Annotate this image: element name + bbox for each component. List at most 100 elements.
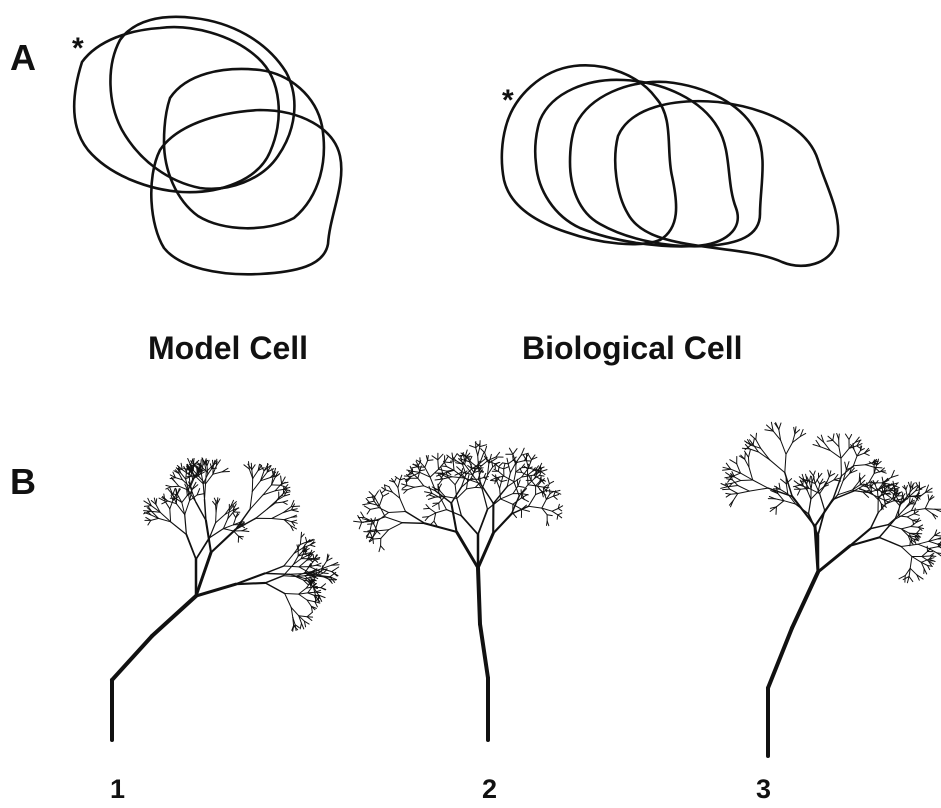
tree-branch [841,448,849,458]
tree-branch [478,509,488,534]
tree-branch [368,524,374,525]
tree-branch [552,511,558,515]
tree-3-skeleton [721,422,941,756]
tree-branch [726,494,730,497]
tree-branch [321,584,326,588]
tree-branch [407,487,414,490]
tree-branch [490,480,496,481]
tree-branch [414,486,423,487]
tree-branch [223,529,233,531]
tree-branch [786,484,788,494]
tree-branch [730,460,737,464]
tree-branch [528,506,541,508]
tree-branch [251,463,252,469]
tree-branch [928,495,929,501]
tree-branch [730,489,738,493]
tree-branch [723,489,730,490]
tree-branch [379,496,382,505]
tree-branch [300,623,301,629]
tree-branch [448,478,455,485]
tree-branch [522,509,530,511]
tree-branch [379,546,381,552]
tree-branch [500,482,502,489]
tree-trunk [152,596,196,636]
tree-branch [236,583,266,584]
tree-branch [470,446,476,448]
tree-branch [461,516,478,535]
tree-branch [558,509,562,511]
tree-branch [298,545,299,550]
tree-branch [807,481,815,484]
tree-branch [171,522,187,535]
tree-branch [496,452,500,457]
tree-branch [436,510,447,513]
tree-branch [216,512,217,523]
tree-branch [558,515,562,518]
tree-branch [478,447,480,456]
tree-branch [514,472,516,482]
tree-branch [283,502,287,504]
tree-branch [888,516,898,525]
tree-branch [909,496,916,497]
tree-branch [306,537,307,542]
tree-branch [438,454,443,460]
tree-branch [400,498,406,511]
tree-branch [363,503,371,504]
tree-branch [196,584,236,596]
tree-branch [417,467,424,468]
tree-branch [910,557,912,569]
tree-branch [853,456,857,466]
tree-branch [299,560,307,567]
tree-branch [166,485,171,486]
tree-branch [398,480,400,488]
tree-branch [508,464,510,473]
tree-branch [914,514,919,516]
tree-branch [252,481,260,492]
tree-branch [299,594,307,600]
tree-branch [528,471,533,475]
tree-branch [439,469,447,471]
tree-branch [457,532,478,568]
tree-branch [236,518,256,529]
tree-branch [810,471,814,476]
tree-branch [385,485,389,487]
tree-branch [197,494,203,495]
tree-branch [731,494,738,495]
tree-branch [394,478,396,482]
tree-branch [845,434,849,440]
tree-branch [432,456,438,460]
tree-branch [381,546,385,550]
tree-branch [872,493,879,500]
tree-branch [891,489,897,494]
tree-branch [554,496,558,499]
tree-branch [182,495,188,502]
tree-branch [749,488,768,491]
tree-branch [265,583,285,594]
tree-branch [853,465,865,466]
tree-branch [284,517,292,519]
tree-branch [510,463,516,473]
tree-branch [311,582,312,587]
tree-branch [412,467,418,468]
tree-branch [323,573,328,574]
tree-branch [407,486,414,488]
tree-branch [206,472,207,484]
tree-branch [358,516,362,523]
tree-branch [175,481,179,486]
tree-branch [367,509,370,514]
tree-branch [272,519,284,520]
tree-branch [332,567,339,572]
tree-branch [265,566,284,573]
tree-branch [148,520,151,525]
tree-branch [497,481,500,488]
tree-branch [385,517,402,523]
tree-branch [170,478,175,479]
tree-branch [429,486,432,493]
tree-branch [467,480,468,489]
tree-branch [738,491,750,493]
tree-branch [476,448,478,456]
tree-branch [863,492,871,493]
tree-branch [305,575,312,576]
tree-branch [871,525,889,529]
